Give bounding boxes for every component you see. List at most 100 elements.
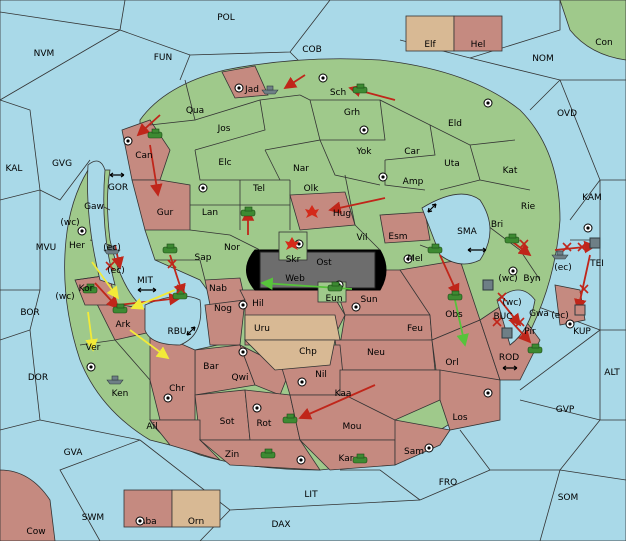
region-uru[interactable] bbox=[244, 314, 341, 341]
order-arrow bbox=[129, 329, 170, 360]
order-arrow bbox=[283, 74, 306, 89]
fleet-unit[interactable] bbox=[551, 250, 569, 260]
legend-elf-swatch bbox=[405, 15, 455, 52]
label-kaa: Kaa bbox=[335, 389, 352, 399]
label-rbu: RBU bbox=[167, 327, 186, 337]
label-ver: Ver bbox=[86, 343, 101, 353]
dislodged-unit[interactable] bbox=[285, 237, 299, 250]
army-unit[interactable] bbox=[162, 243, 178, 254]
label-ark: Ark bbox=[115, 320, 131, 330]
label-tel: Tel bbox=[252, 184, 265, 194]
region-los[interactable] bbox=[439, 369, 501, 431]
label-bar: Bar bbox=[203, 362, 219, 372]
order-arrow bbox=[149, 144, 163, 197]
army-unit[interactable] bbox=[447, 290, 463, 301]
label-byn: Byn bbox=[523, 274, 540, 284]
label-buc: BUC bbox=[493, 312, 512, 322]
army-unit[interactable] bbox=[282, 413, 298, 424]
fleet-unit[interactable] bbox=[106, 375, 124, 385]
label-sot: Sot bbox=[220, 417, 235, 427]
fleet-unit[interactable] bbox=[482, 279, 494, 291]
region-jad[interactable] bbox=[221, 65, 269, 99]
label-pir: Pir bbox=[524, 327, 536, 337]
label-qua: Qua bbox=[186, 106, 204, 116]
label-coast-wc2: (wc) bbox=[55, 292, 74, 302]
label-web: Web bbox=[285, 274, 305, 284]
label-sch: Sch bbox=[330, 88, 346, 98]
army-unit[interactable] bbox=[327, 281, 343, 292]
region-sam[interactable] bbox=[394, 419, 451, 466]
order-arrow bbox=[136, 114, 161, 137]
label-chr: Chr bbox=[169, 384, 185, 394]
label-hug: Hug bbox=[333, 209, 351, 219]
label-gwa: Gwa bbox=[529, 309, 549, 319]
army-unit[interactable] bbox=[82, 283, 98, 294]
region-sot[interactable] bbox=[194, 389, 251, 441]
label-jos: Jos bbox=[217, 124, 231, 134]
order-arrow bbox=[499, 299, 522, 327]
label-swm: SWM bbox=[82, 513, 104, 523]
legend-elf-label: Elf bbox=[424, 40, 436, 50]
label-gva: GVA bbox=[64, 448, 84, 458]
fleet-unit[interactable] bbox=[261, 85, 279, 95]
label-dor: DOR bbox=[28, 373, 48, 383]
order-arrow bbox=[111, 244, 124, 270]
region-chp[interactable] bbox=[244, 339, 336, 371]
label-chp: Chp bbox=[299, 347, 317, 357]
fleet-unit[interactable] bbox=[574, 304, 586, 316]
label-sma: SMA bbox=[457, 227, 477, 237]
army-unit[interactable] bbox=[352, 83, 368, 94]
units bbox=[82, 83, 601, 464]
army-unit[interactable] bbox=[527, 343, 543, 354]
label-bri: Bri bbox=[491, 220, 503, 230]
label-coast-ec4: (ec) bbox=[551, 311, 569, 321]
army-unit[interactable] bbox=[427, 243, 443, 254]
region-zin[interactable] bbox=[198, 439, 321, 471]
label-can: Can bbox=[135, 151, 153, 161]
fleet-unit[interactable] bbox=[103, 245, 121, 255]
label-ost: Ost bbox=[316, 258, 332, 268]
region-esm[interactable] bbox=[379, 211, 431, 244]
label-tei: TEI bbox=[589, 259, 604, 269]
label-nil: Nil bbox=[315, 370, 327, 380]
label-hil: Hil bbox=[252, 299, 264, 309]
dislodged-unit[interactable] bbox=[305, 205, 319, 218]
label-her: Her bbox=[69, 241, 85, 251]
region-ail[interactable] bbox=[149, 419, 221, 461]
label-coast-wc4: (wc) bbox=[502, 298, 521, 308]
army-unit[interactable] bbox=[260, 448, 276, 459]
army-unit[interactable] bbox=[147, 128, 163, 139]
army-unit[interactable] bbox=[504, 233, 520, 244]
army-unit[interactable] bbox=[112, 303, 128, 314]
province-borders bbox=[74, 79, 541, 381]
order-arrow bbox=[454, 299, 469, 347]
legend-hel-label: Hel bbox=[471, 40, 486, 50]
label-mit: MIT bbox=[137, 276, 153, 286]
label-coast-ec2: (ec) bbox=[107, 266, 125, 276]
order-arrow bbox=[439, 254, 460, 297]
army-unit[interactable] bbox=[240, 206, 256, 217]
label-vil: Vil bbox=[357, 233, 368, 243]
label-coast-wc3: (wc) bbox=[498, 274, 517, 284]
order-arrow bbox=[298, 384, 376, 420]
label-yok: Yok bbox=[355, 147, 372, 157]
label-coast-ec1: (ec) bbox=[103, 243, 121, 253]
fleet-unit[interactable] bbox=[501, 327, 513, 339]
fleet-unit[interactable] bbox=[589, 237, 601, 249]
label-sap: Sap bbox=[195, 253, 212, 263]
order-arrow bbox=[91, 261, 120, 300]
region-neu[interactable] bbox=[334, 339, 436, 371]
label-amp: Amp bbox=[403, 177, 424, 187]
order-arrow bbox=[574, 254, 591, 312]
label-rot: Rot bbox=[257, 419, 272, 429]
region-cow[interactable] bbox=[0, 469, 56, 541]
label-feu: Feu bbox=[407, 324, 423, 334]
connection-arrows bbox=[109, 172, 518, 371]
label-jad: Jad bbox=[244, 85, 259, 95]
label-alt: ALT bbox=[604, 368, 620, 378]
label-car: Car bbox=[404, 147, 420, 157]
army-unit[interactable] bbox=[352, 453, 368, 464]
label-fro: FRO bbox=[439, 478, 458, 488]
